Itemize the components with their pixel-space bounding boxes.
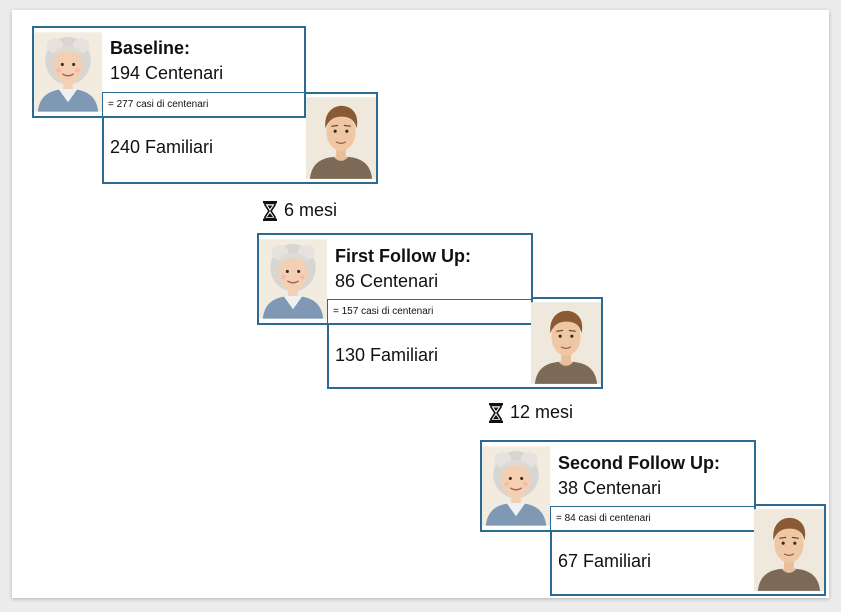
casi-box (102, 92, 306, 118)
casi-count: = 277 casi di centenari (108, 99, 209, 110)
elderly-woman-avatar-icon (34, 28, 102, 116)
elderly-woman-avatar-icon (259, 235, 327, 323)
casi-count: = 84 casi di centenari (556, 513, 651, 524)
stage-title: Second Follow Up: (558, 453, 720, 473)
elderly-woman-avatar-icon (482, 442, 550, 530)
interval-label: 6 mesi (284, 200, 338, 220)
familiari-count: 130 Familiari (335, 345, 439, 365)
familiari-count: 67 Familiari (558, 551, 652, 571)
interval-label: 12 mesi (510, 402, 574, 422)
interval-2: 12 mesi (488, 402, 573, 423)
young-man-avatar-icon (306, 94, 376, 182)
stage-title: First Follow Up: (335, 246, 471, 266)
young-man-avatar-icon (754, 506, 824, 594)
centenari-count: 38 Centenari (558, 478, 662, 498)
familiari-count: 240 Familiari (110, 137, 214, 157)
stage-title: Baseline: (110, 38, 191, 58)
interval-1: 6 mesi (262, 200, 337, 221)
centenari-count: 194 Centenari (110, 63, 224, 83)
casi-count: = 157 casi di centenari (333, 306, 434, 317)
young-man-avatar-icon (531, 299, 601, 387)
centenari-count: 86 Centenari (335, 271, 439, 291)
